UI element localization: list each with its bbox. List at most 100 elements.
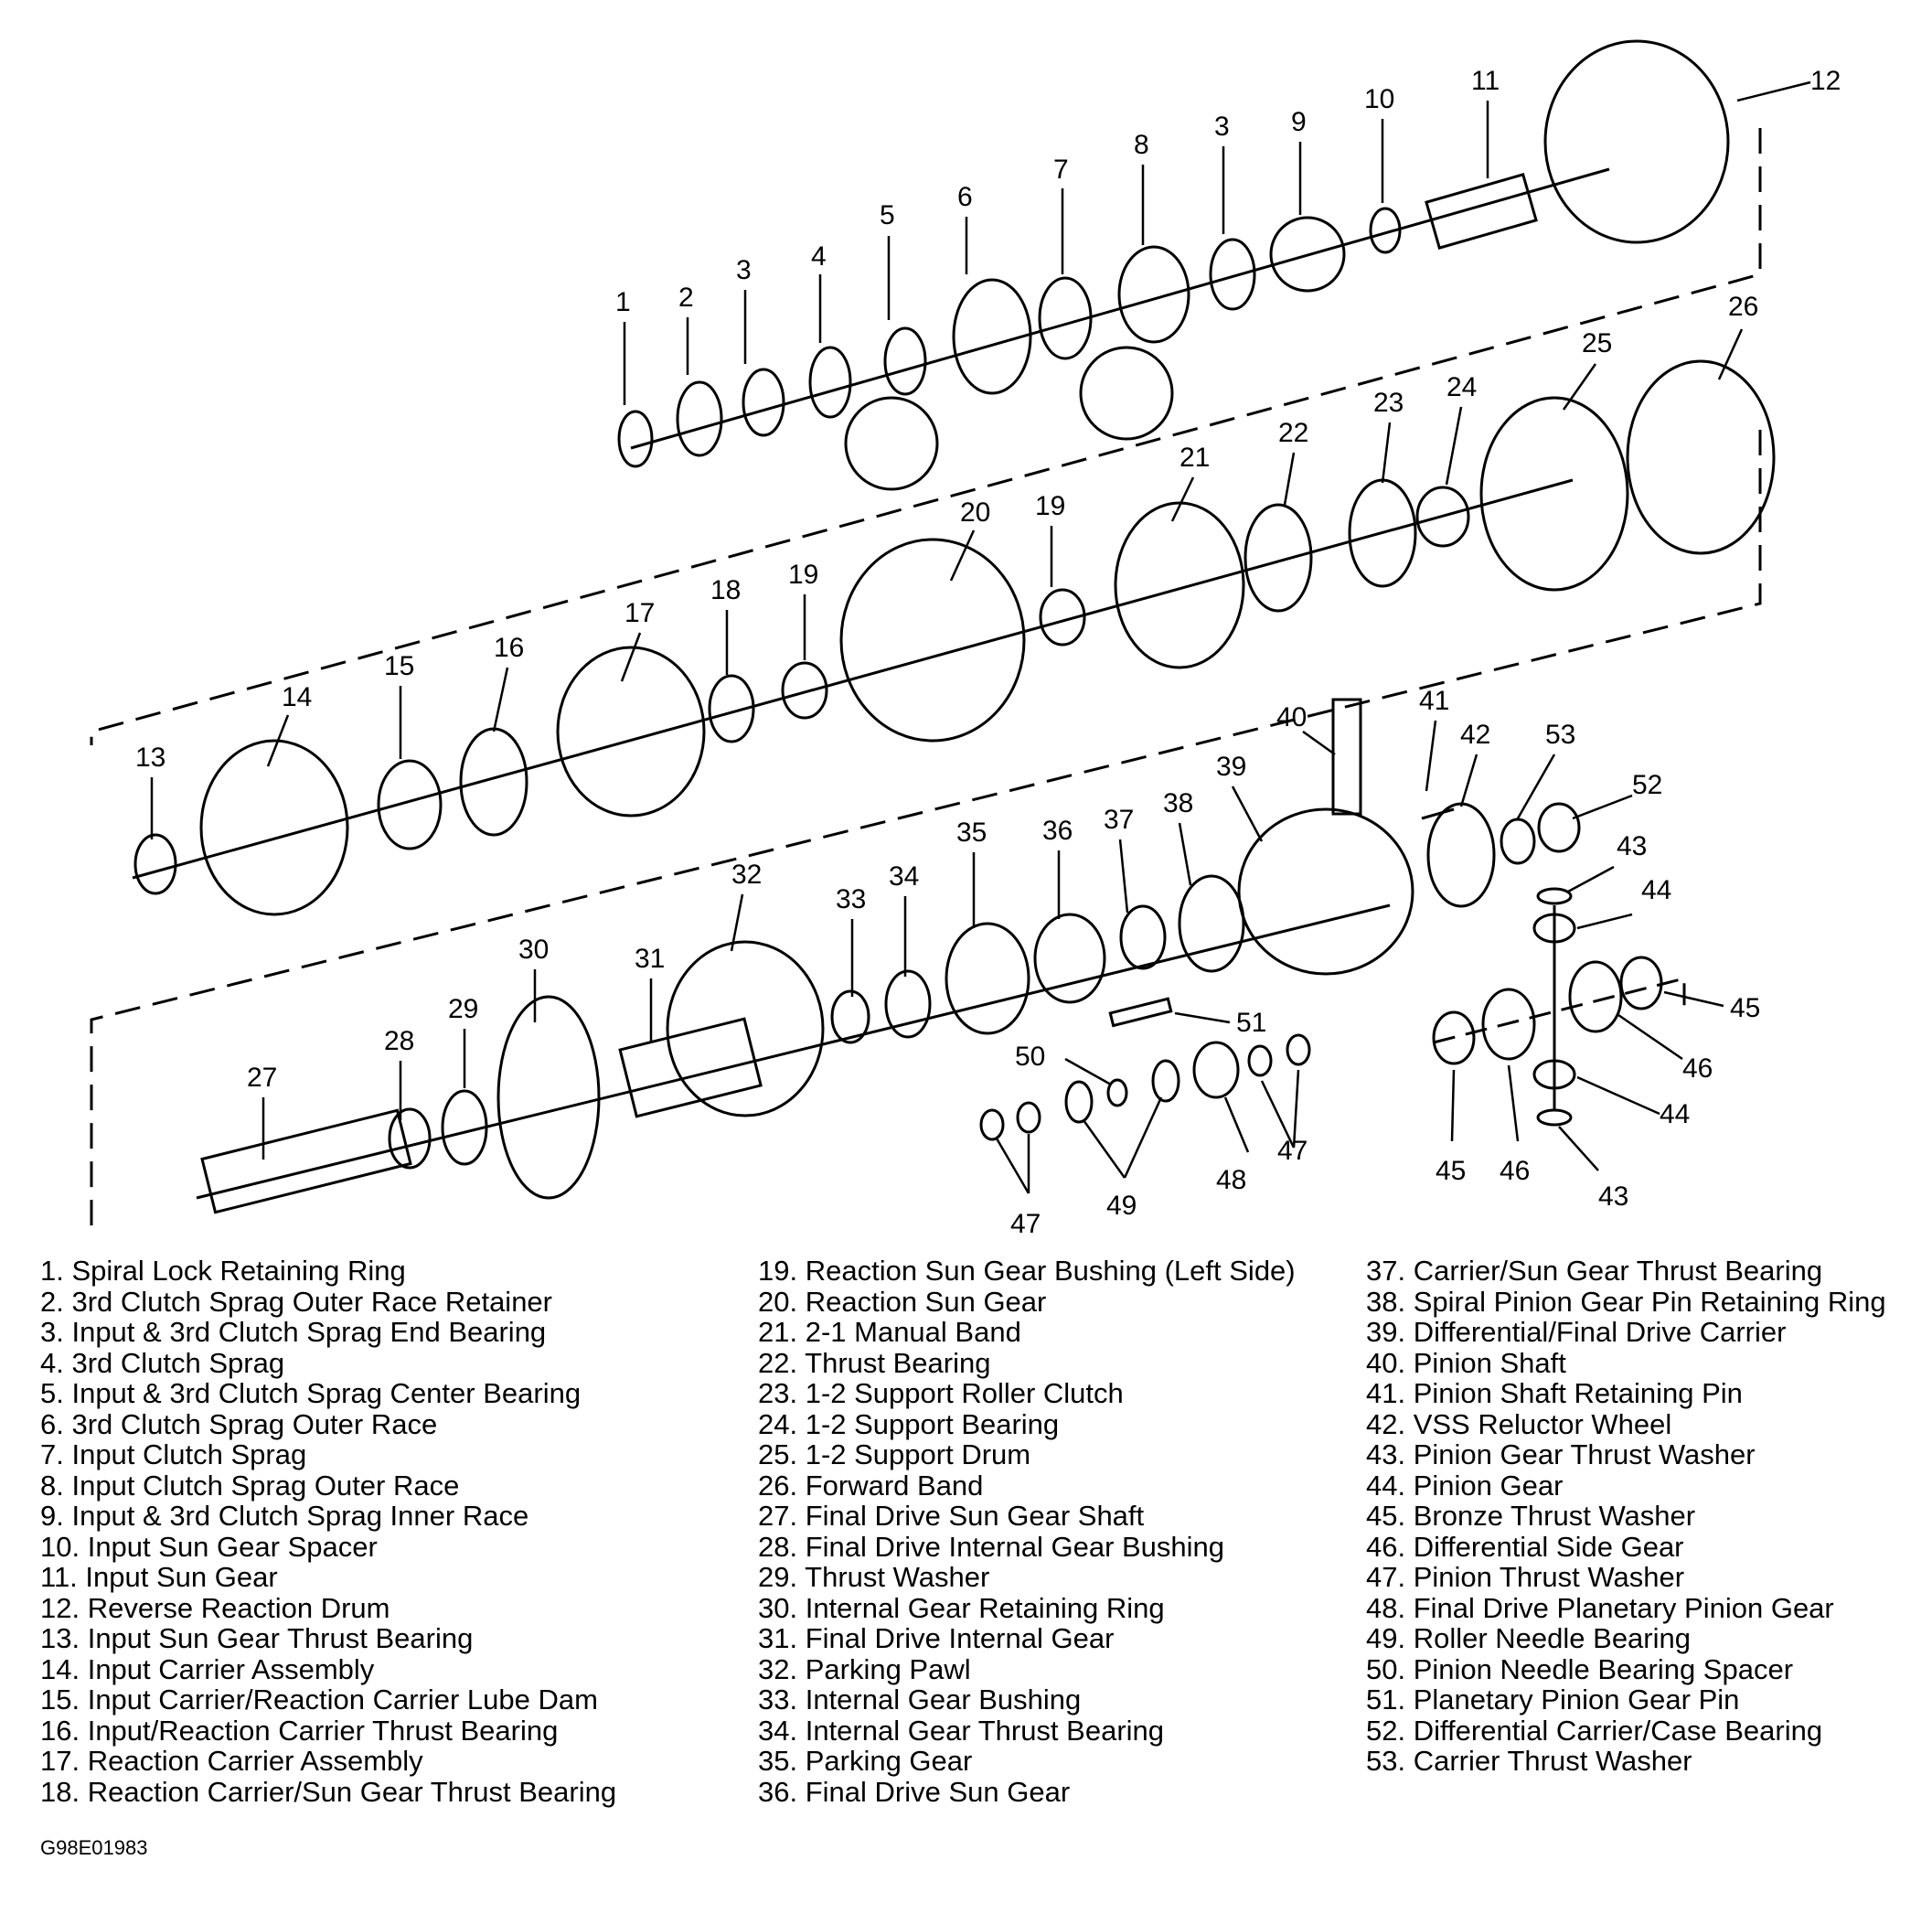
legend-item: 21. 2-1 Manual Band [758,1316,1021,1348]
callout: 10 [1364,84,1394,114]
legend-item: 34. Internal Gear Thrust Bearing [758,1714,1165,1747]
callout: 5 [880,200,895,230]
callout: 42 [1460,720,1490,750]
callout: 30 [518,935,549,965]
part-8-outer-race [1117,245,1190,344]
legend-item: 43. Pinion Gear Thrust Washer [1366,1438,1756,1470]
legend-column-1: 1. Spiral Lock Retaining Ring 2. 3rd Clu… [40,1256,616,1807]
legend-item: 50. Pinion Needle Bearing Spacer [1366,1652,1794,1685]
part-7-detail [1079,346,1174,441]
part-43a-washer [1536,887,1573,905]
callout: 38 [1163,788,1193,818]
callout: 17 [624,598,655,628]
callout: 45 [1436,1156,1466,1186]
part-6-outer-race [952,278,1032,395]
part-2-retainer [676,380,723,457]
callout: 34 [889,861,919,892]
callout: 36 [1042,816,1073,846]
legend-item: 13. Input Sun Gear Thrust Bearing [40,1622,474,1654]
callout: 28 [384,1026,414,1056]
legend-column-3: 37. Carrier/Sun Gear Thrust Bearing 38. … [1366,1256,1886,1777]
part-50-spacer [1106,1078,1128,1107]
part-19-bushing [781,661,828,720]
callout: 18 [710,575,741,605]
part-5-bearing [883,326,927,396]
legend-item: 4. 3rd Clutch Sprag [40,1346,285,1379]
legend-item: 47. Pinion Thrust Washer [1366,1561,1685,1593]
part-36-sun-gear [1033,913,1106,1004]
dashed-connector-lower [90,430,1762,1230]
part-17-carrier [556,646,706,818]
part-35-parking-gear [945,922,1030,1035]
middle-row-axis [132,478,1574,880]
legend-item: 2. 3rd Clutch Sprag Outer Race Retainer [40,1285,552,1318]
part-52-bearing [1537,802,1581,853]
part-3b-bearing [1209,238,1256,311]
legend-item: 39. Differential/Final Drive Carrier [1366,1316,1787,1348]
callout: 21 [1179,443,1210,473]
legend-item: 53. Carrier Thrust Washer [1366,1745,1692,1777]
part-4-detail [844,396,939,491]
callout: 44 [1660,1099,1690,1129]
callout: 12 [1810,66,1841,96]
callout: 43 [1598,1181,1628,1212]
bottom-row-axis [196,903,1391,1200]
callout: 14 [282,682,312,712]
parts-legend: 1. Spiral Lock Retaining Ring 2. 3rd Clu… [40,1256,1915,1807]
legend-item: 51. Planetary Pinion Gear Pin [1366,1684,1740,1716]
callout: 2 [678,283,694,313]
callout: 22 [1278,418,1308,448]
legend-item: 24. 1-2 Support Bearing [758,1407,1060,1440]
callout: 48 [1216,1165,1246,1195]
callout: 35 [956,818,987,848]
legend-item: 23. 1-2 Support Roller Clutch [758,1377,1124,1409]
part-7-sprag [1038,276,1093,360]
callout: 8 [1134,130,1149,160]
part-45b-washer [1432,1010,1476,1065]
part-10-spacer [1369,207,1402,254]
callout: 51 [1236,1008,1266,1038]
callout: 3 [1214,112,1230,142]
part-53-washer [1500,818,1536,865]
callout: 52 [1632,770,1662,800]
callout: 7 [1053,155,1069,185]
callout: 27 [247,1063,277,1093]
legend-item: 35. Parking Gear [758,1745,973,1777]
part-3-bearing [742,368,785,437]
part-32-parking-pawl [666,940,825,1117]
callout: 49 [1106,1191,1137,1221]
part-4-sprag [808,346,852,419]
part-1-ring [617,410,654,468]
callout: 46 [1682,1053,1713,1084]
callout: 46 [1500,1156,1530,1186]
legend-item: 7. Input Clutch Sprag [40,1438,307,1470]
callout: 40 [1276,702,1307,732]
exploded-view-diagram: 1 2 3 4 5 6 7 8 3 9 10 11 12 13 14 15 16… [90,39,1841,1239]
legend-item: 41. Pinion Shaft Retaining Pin [1366,1377,1743,1409]
legend-column-2: 19. Reaction Sun Gear Bushing (Left Side… [758,1256,1296,1807]
part-26-band [1626,359,1776,555]
part-12-drum [1543,39,1730,244]
part-40-pinion-shaft [1331,698,1362,816]
callout: 31 [635,944,665,974]
legend-item: 5. Input & 3rd Clutch Sprag Center Beari… [40,1377,582,1409]
part-24-bearing [1415,486,1470,548]
legend-item: 11. Input Sun Gear [40,1561,278,1593]
part-43b-washer [1536,1108,1573,1127]
legend-item: 31. Final Drive Internal Gear [758,1622,1115,1654]
dashed-connector-right [1433,977,1686,1044]
part-45a-washer [1619,956,1663,1010]
legend-item: 29. Thrust Washer [758,1561,990,1593]
legend-item: 6. 3rd Clutch Sprag Outer Race [40,1407,438,1440]
dashed-connector-upper [90,128,1762,745]
legend-item: 26. Forward Band [758,1469,984,1502]
legend-item: 1. Spiral Lock Retaining Ring [40,1255,406,1287]
legend-item: 17. Reaction Carrier Assembly [40,1745,423,1777]
part-20-sun-gear [839,538,1026,743]
callout: 41 [1419,686,1449,716]
legend-item: 16. Input/Reaction Carrier Thrust Bearin… [40,1714,559,1747]
legend-item: 18. Reaction Carrier/Sun Gear Thrust Bea… [40,1775,617,1808]
legend-item: 15. Input Carrier/Reaction Carrier Lube … [40,1684,598,1716]
callout: 32 [731,860,762,890]
part-33-bushing [830,989,870,1044]
